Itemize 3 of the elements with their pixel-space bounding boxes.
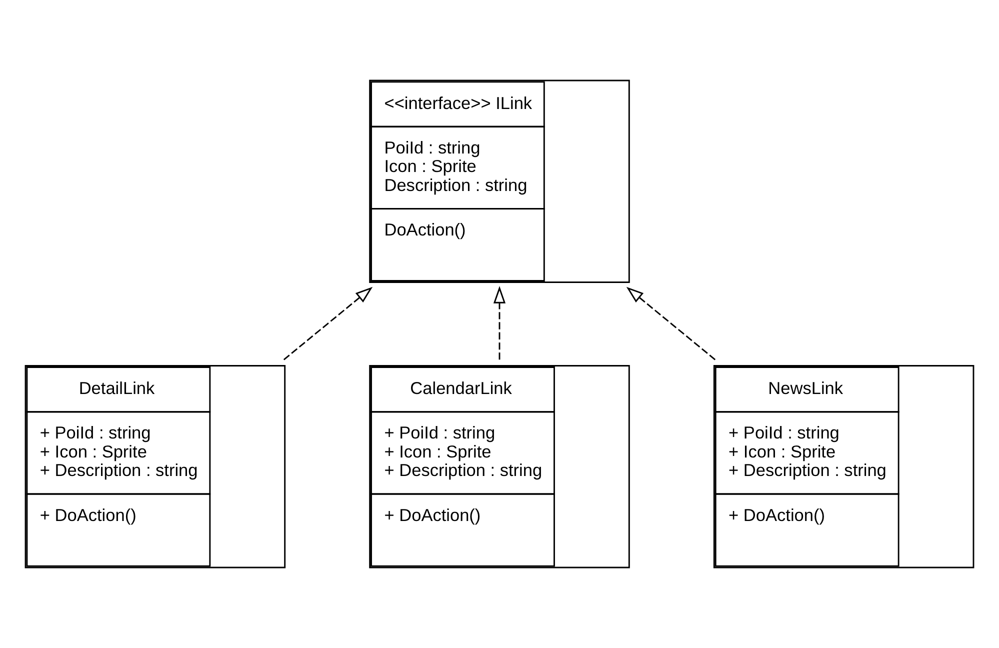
arrow bbox=[283, 286, 373, 360]
arrow bbox=[493, 286, 506, 360]
arrow bbox=[626, 286, 716, 360]
